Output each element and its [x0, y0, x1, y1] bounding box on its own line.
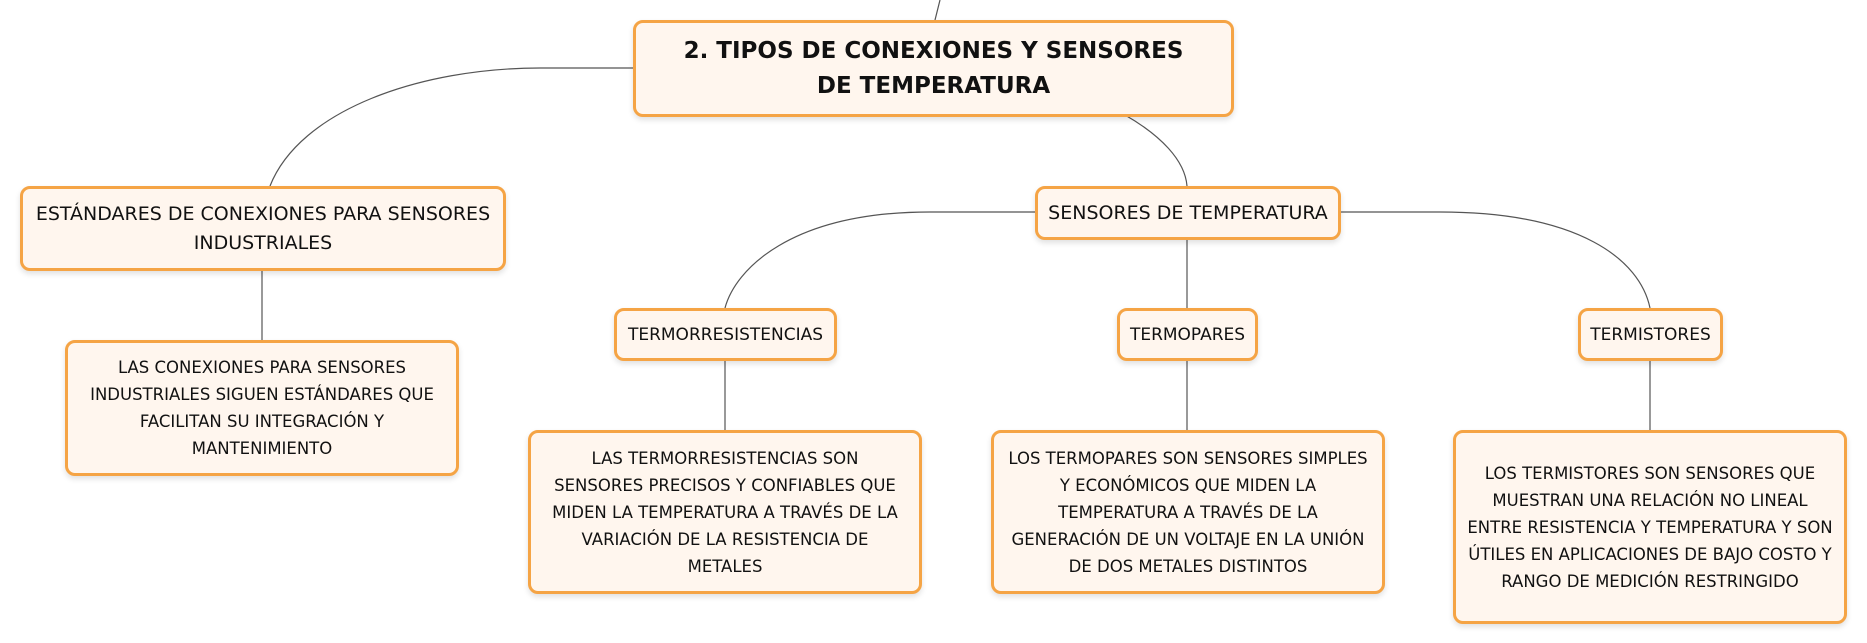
central-topic-label: 2. TIPOS DE CONEXIONES Y SENSORES DE TEM…: [683, 37, 1184, 99]
central-topic-node[interactable]: 2. TIPOS DE CONEXIONES Y SENSORES DE TEM…: [633, 20, 1234, 117]
standards-desc-label: LAS CONEXIONES PARA SENSORES INDUSTRIALE…: [90, 358, 434, 458]
connector-title-to-sensors: [1124, 114, 1188, 187]
connector-parent-to-title: [934, 0, 941, 21]
standards-node[interactable]: ESTÁNDARES DE CONEXIONES PARA SENSORES I…: [20, 186, 506, 271]
standards-desc-node[interactable]: LAS CONEXIONES PARA SENSORES INDUSTRIALE…: [65, 340, 459, 476]
rtd-node[interactable]: TERMORRESISTENCIAS: [614, 308, 837, 361]
thermistors-desc-label: LOS TERMISTORES SON SENSORES QUE MUESTRA…: [1467, 463, 1833, 591]
sensors-node[interactable]: SENSORES DE TEMPERATURA: [1035, 186, 1341, 240]
thermocouples-node[interactable]: TERMOPARES: [1117, 308, 1258, 361]
thermistors-desc-node[interactable]: LOS TERMISTORES SON SENSORES QUE MUESTRA…: [1453, 430, 1847, 624]
rtd-desc-node[interactable]: LAS TERMORRESISTENCIAS SON SENSORES PREC…: [528, 430, 922, 594]
rtd-label: TERMORRESISTENCIAS: [627, 324, 824, 345]
thermocouples-desc-label: LOS TERMOPARES SON SENSORES SIMPLES Y EC…: [1008, 448, 1368, 576]
sensors-label: SENSORES DE TEMPERATURA: [1048, 201, 1328, 224]
standards-label: ESTÁNDARES DE CONEXIONES PARA SENSORES I…: [35, 202, 491, 254]
connector-sensors-to-thermistors: [1340, 211, 1651, 309]
thermistors-label: TERMISTORES: [1590, 324, 1711, 345]
rtd-desc-label: LAS TERMORRESISTENCIAS SON SENSORES PREC…: [552, 448, 898, 576]
thermocouples-label: TERMOPARES: [1129, 324, 1246, 345]
thermistors-node[interactable]: TERMISTORES: [1578, 308, 1723, 361]
connector-title-to-standards: [269, 67, 633, 187]
connector-sensors-to-rtd: [724, 211, 1035, 309]
thermocouples-desc-node[interactable]: LOS TERMOPARES SON SENSORES SIMPLES Y EC…: [991, 430, 1385, 594]
